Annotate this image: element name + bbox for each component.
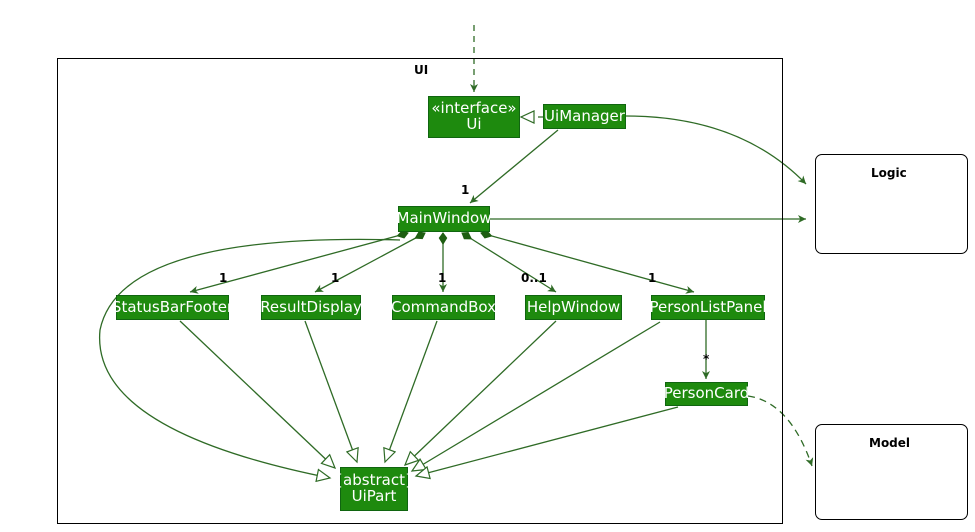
edge-mainwindow-personlistpanel bbox=[480, 230, 695, 294]
class-name-commandbox: CommandBox bbox=[391, 297, 496, 316]
edge-mainwindow-uipart bbox=[99, 238, 401, 483]
package-label-logic: Logic bbox=[871, 166, 907, 180]
class-node-main-window[interactable]: MainWindow bbox=[396, 206, 492, 232]
edge-personcard-uipart bbox=[414, 406, 679, 480]
class-name-personcard: PersonCard bbox=[663, 384, 750, 403]
package-frame-logic bbox=[815, 154, 968, 254]
class-modifier-abstract: {abstract} bbox=[333, 471, 415, 490]
multiplicity-label-help-window: 0..1 bbox=[521, 271, 547, 285]
edge-personlistpanel-uipart bbox=[410, 321, 661, 472]
multiplicity-label-person-list-panel: 1 bbox=[648, 271, 657, 285]
class-node-person-card[interactable]: PersonCard bbox=[663, 382, 750, 406]
package-frame-ui bbox=[57, 58, 783, 524]
class-name-uipart: UiPart bbox=[351, 487, 397, 505]
class-node-status-bar-footer[interactable]: StatusBarFooter bbox=[112, 295, 233, 320]
multiplicity-label-person-card: * bbox=[703, 352, 710, 366]
class-name-uimanager: UiManager bbox=[544, 106, 625, 125]
class-name-resultdisplay: ResultDisplay bbox=[260, 297, 362, 316]
edge-mainwindow-resultdisplay bbox=[314, 231, 426, 293]
package-label-model: Model bbox=[869, 436, 911, 450]
class-node-ui-part[interactable]: {abstract} UiPart bbox=[334, 467, 415, 511]
class-node-help-window[interactable]: HelpWindow bbox=[525, 295, 622, 320]
edge-commandbox-uipart bbox=[383, 320, 438, 464]
edge-uimanager-mainwindow bbox=[469, 129, 559, 204]
edge-uimanager-logic bbox=[625, 115, 807, 185]
multiplicity-label-status-bar-footer: 1 bbox=[219, 271, 228, 285]
edge-personcard-model bbox=[747, 395, 814, 467]
edge-statusbarfooter-uipart bbox=[179, 320, 337, 469]
class-stereotype-interface: «interface» bbox=[431, 99, 517, 118]
class-node-ui-interface[interactable]: «interface» Ui bbox=[428, 96, 520, 138]
edge-helpwindow-uipart bbox=[403, 320, 557, 466]
class-name-personlistpanel: PersonListPanel bbox=[649, 297, 767, 316]
class-name-mainwindow: MainWindow bbox=[396, 209, 492, 228]
class-name-statusbarfooter: StatusBarFooter bbox=[111, 297, 234, 316]
class-name-helpwindow: HelpWindow bbox=[526, 297, 621, 316]
edge-resultdisplay-uipart bbox=[304, 320, 359, 464]
class-node-result-display[interactable]: ResultDisplay bbox=[260, 295, 362, 320]
class-name-ui: Ui bbox=[466, 115, 482, 133]
class-node-person-list-panel[interactable]: PersonListPanel bbox=[649, 295, 767, 320]
multiplicity-label-command-box: 1 bbox=[438, 271, 447, 285]
package-frame-model bbox=[815, 424, 968, 520]
package-label-ui: UI bbox=[414, 63, 429, 77]
class-node-command-box[interactable]: CommandBox bbox=[391, 295, 496, 320]
multiplicity-label-result-display: 1 bbox=[331, 271, 340, 285]
multiplicity-label-main-window: 1 bbox=[461, 183, 470, 197]
class-node-ui-manager[interactable]: UiManager bbox=[543, 104, 626, 129]
